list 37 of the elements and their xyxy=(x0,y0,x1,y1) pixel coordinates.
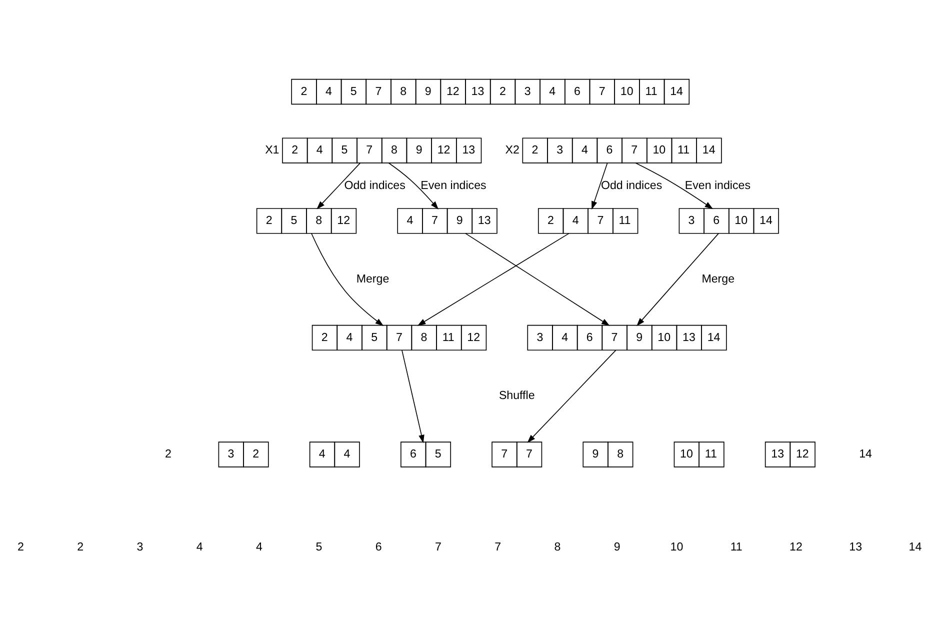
arrow xyxy=(636,233,719,326)
arrow xyxy=(592,162,608,210)
label: Shuffle xyxy=(498,390,535,402)
edge-label: Even indices xyxy=(420,180,486,192)
label: 3 xyxy=(136,542,144,554)
arrow xyxy=(417,233,570,326)
label: 8 xyxy=(554,542,561,554)
node-label: X2 xyxy=(505,144,520,157)
label: 4 xyxy=(196,542,203,554)
label: 2 xyxy=(18,542,24,554)
label: 2 xyxy=(77,542,84,554)
arrow xyxy=(527,350,616,443)
label: 4 xyxy=(256,542,263,554)
label: 7 xyxy=(494,542,502,554)
label: 2 xyxy=(164,448,172,461)
label: 14 xyxy=(859,448,872,461)
edge-label: Even indices xyxy=(684,180,751,192)
arrow xyxy=(388,162,439,210)
arrow xyxy=(311,232,384,326)
label: 9 xyxy=(614,542,620,554)
label: 11 xyxy=(730,542,742,554)
label: Merge xyxy=(356,273,390,286)
label: 5 xyxy=(316,542,322,554)
node-label: X1 xyxy=(265,144,280,157)
label: 7 xyxy=(434,542,442,554)
label: Merge xyxy=(702,273,735,286)
edge-label: Odd indices xyxy=(601,180,662,192)
arrow xyxy=(402,350,424,444)
arrow xyxy=(635,162,714,210)
arrow xyxy=(465,233,610,326)
label: 6 xyxy=(375,542,382,554)
edge-label: Odd indices xyxy=(344,180,406,192)
label: 14 xyxy=(908,542,922,554)
arrow xyxy=(316,162,361,210)
label: 10 xyxy=(670,542,684,554)
label: 13 xyxy=(849,542,862,554)
label: 12 xyxy=(790,542,802,554)
